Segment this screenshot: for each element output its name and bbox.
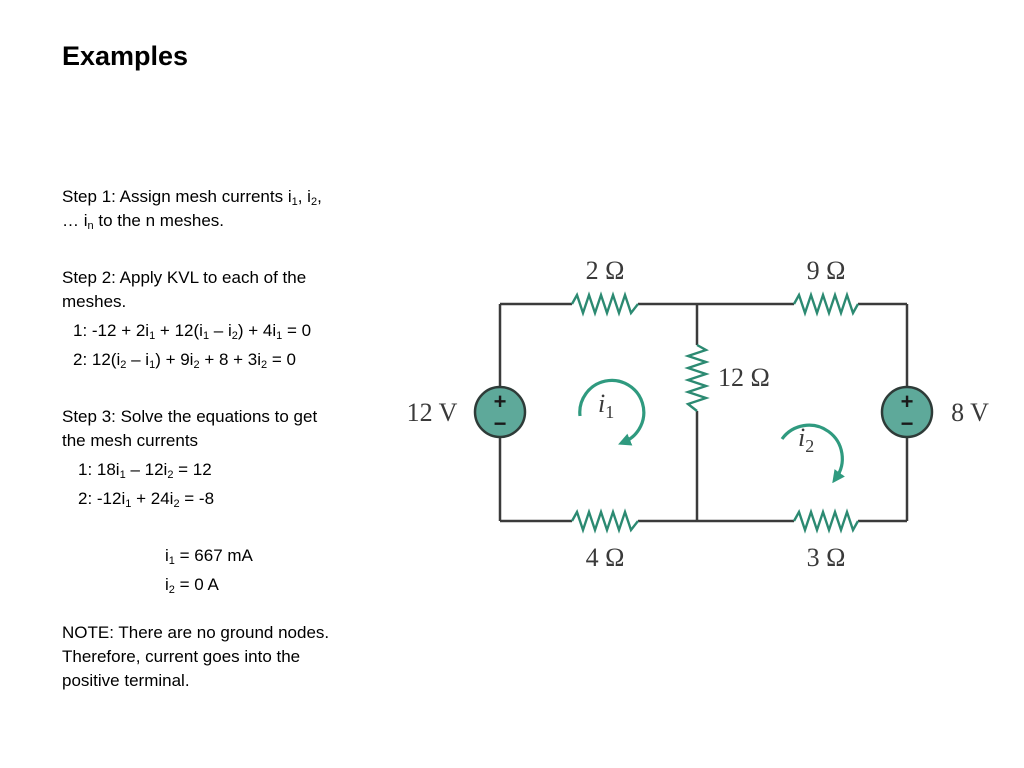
- label-9-ohm: 9 Ω: [807, 256, 846, 285]
- voltage-source-8v: + −: [880, 385, 934, 439]
- step1-block: Step 1: Assign mesh currents i1, i2, … i…: [62, 185, 322, 233]
- kvl-equation-1: 1: -12 + 2i1 + 12(i1 – i2) + 4i1 = 0: [73, 321, 312, 342]
- kvl-equation-2: 2: 12(i2 – i1) + 9i2 + 8 + 3i2 = 0: [73, 350, 296, 371]
- label-12-ohm: 12 Ω: [718, 363, 770, 392]
- resistor-12-ohm: [684, 343, 710, 412]
- label-4-ohm: 4 Ω: [586, 543, 625, 572]
- minus-sign-right: −: [901, 411, 914, 436]
- mesh-label-i2: i2: [798, 423, 814, 456]
- plus-sign-right: +: [901, 389, 914, 414]
- solve-equation-2: 2: -12i1 + 24i2 = -8: [78, 489, 215, 510]
- resistor-3-ohm: [792, 508, 860, 534]
- resistor-9-ohm: [792, 291, 860, 317]
- step2-line2: meshes.: [62, 292, 127, 311]
- step1-line2: … in to the n meshes.: [62, 211, 225, 232]
- note-line3: positive terminal.: [62, 671, 190, 690]
- source-circle-right: [880, 385, 934, 439]
- resistor-4-ohm: [570, 508, 639, 534]
- note-line1: NOTE: There are no ground nodes.: [62, 623, 330, 642]
- source-circle-left: [473, 385, 527, 439]
- circuit-wires: [498, 302, 909, 523]
- label-3-ohm: 3 Ω: [807, 543, 846, 572]
- note-block: NOTE: There are no ground nodes. Therefo…: [62, 621, 329, 693]
- step2-block: Step 2: Apply KVL to each of the meshes.…: [62, 266, 311, 372]
- label-12v: 12 V: [407, 398, 458, 427]
- solve-equation-1: 1: 18i1 – 12i2 = 12: [78, 460, 212, 481]
- mesh-label-i1: i1: [598, 389, 614, 422]
- note-line2: Therefore, current goes into the: [62, 647, 301, 666]
- mesh-arrow-i1: [578, 378, 646, 446]
- resistor-2-ohm: [570, 291, 639, 317]
- result-i2: i2 = 0 A: [165, 575, 219, 596]
- step3-line2: the mesh currents: [62, 431, 199, 450]
- slide-title: Examples: [62, 41, 189, 71]
- step3-block: Step 3: Solve the equations to get the m…: [62, 405, 317, 511]
- mesh-arrow-i2: [780, 423, 845, 484]
- plus-sign-left: +: [494, 389, 507, 414]
- step3-line1: Step 3: Solve the equations to get: [62, 407, 318, 426]
- step1-line1: Step 1: Assign mesh currents i1, i2,: [62, 187, 322, 208]
- results-block: i1 = 667 mA i2 = 0 A: [62, 544, 253, 597]
- minus-sign-left: −: [494, 411, 507, 436]
- label-8v: 8 V: [951, 398, 989, 427]
- step2-line1: Step 2: Apply KVL to each of the: [62, 268, 307, 287]
- label-2-ohm: 2 Ω: [586, 256, 625, 285]
- voltage-source-12v: + −: [473, 385, 527, 439]
- result-i1: i1 = 667 mA: [165, 546, 253, 567]
